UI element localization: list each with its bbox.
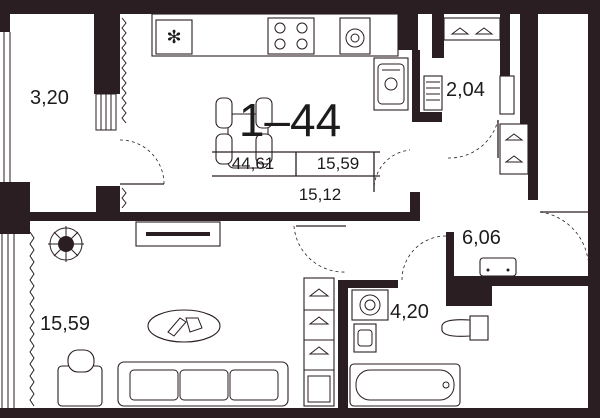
bedroom-wardrobe (303, 277, 335, 407)
wardrobe-right (499, 123, 529, 175)
kitchen-furniture: ✻ (151, 13, 409, 169)
cabinet (373, 57, 409, 111)
wall-bottom (0, 408, 600, 418)
room-area-bedroom: 15,59 (40, 313, 90, 335)
total-area: 44,61 (232, 154, 275, 173)
wall-storage-bottom-left (412, 112, 442, 122)
wall-hall-bottom (446, 276, 588, 286)
wall-pillar-right (520, 14, 538, 144)
toilet-tank (469, 315, 489, 341)
fridge (155, 19, 193, 55)
room-area-bathroom: 4,20 (390, 301, 429, 323)
hall-bench (479, 257, 517, 277)
snowflake-icon: ✻ (166, 27, 181, 47)
wall-right (588, 0, 600, 418)
bathroom-fixtures (349, 289, 489, 407)
wall-kitchen-corner (410, 192, 420, 221)
room-area-balcony: 3,20 (30, 87, 69, 109)
storage-furniture (423, 17, 529, 175)
wall-hall-left (446, 232, 454, 286)
kitchen-area: 15,12 (299, 185, 342, 204)
wall-kitchen-bedroom (0, 212, 420, 221)
toilet (441, 319, 471, 337)
wall-right-inner (528, 144, 538, 200)
room-area-hall: 6,06 (462, 227, 501, 249)
sofa (117, 361, 289, 407)
room-area-storage: 2,04 (446, 79, 485, 101)
stove (267, 17, 315, 55)
doors (119, 119, 589, 281)
shelf-left (423, 75, 443, 111)
apartment-code: 1–44 (239, 94, 341, 146)
hall-furniture (479, 257, 517, 277)
labels: 1–44 44,61 15,59 15,12 3,20 2,04 6,06 4,… (30, 79, 501, 335)
pillar-top (94, 0, 120, 94)
wall-kitchen-storage-top (398, 14, 418, 50)
kitchen-sink (339, 17, 371, 55)
living-area: 15,59 (317, 154, 360, 173)
bathtub (349, 363, 461, 407)
wall-top (0, 0, 600, 14)
wall-storage-right (432, 14, 444, 58)
wall-kitchen-storage (412, 50, 420, 120)
plant-icon (48, 226, 84, 262)
wall-bath-left (338, 280, 348, 418)
wardrobe-top (443, 17, 501, 41)
wall-storage-right-2 (500, 14, 510, 76)
shelf-right (499, 75, 515, 115)
wall-left-mid (0, 182, 30, 234)
pillar-bottom (96, 186, 120, 216)
coffee-table (147, 309, 221, 343)
wall-bath-top (338, 280, 398, 288)
bath-sink (353, 323, 377, 353)
wall-left-top (0, 0, 10, 32)
windows (1, 17, 127, 408)
bedroom-furniture (48, 221, 335, 407)
wall-bath-top-right (446, 280, 492, 306)
